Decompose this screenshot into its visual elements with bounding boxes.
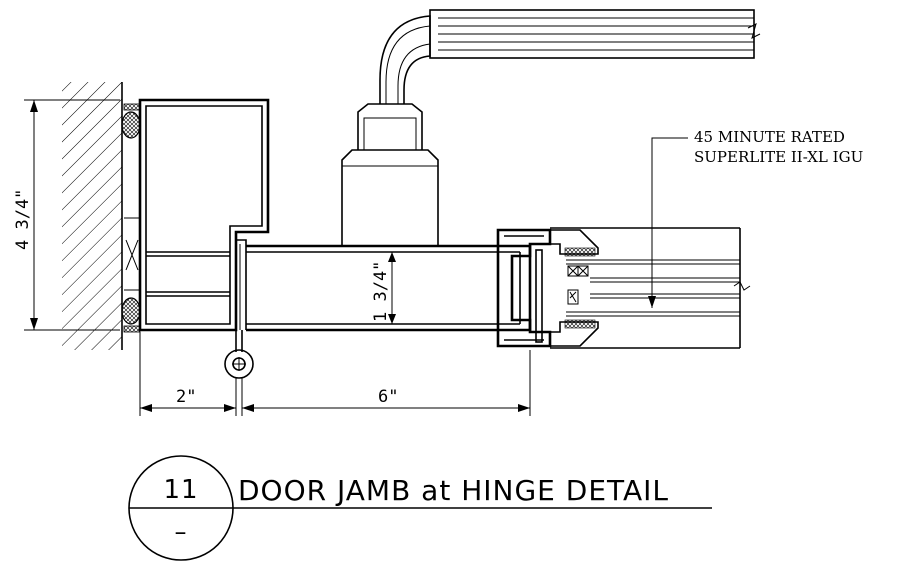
door-thickness-label: 1 3/4" [371, 261, 391, 322]
wall-section [62, 82, 123, 350]
callout-line-1: 45 MINUTE RATED [694, 128, 845, 146]
detail-number: 11 [163, 475, 198, 505]
door-frame-profile [138, 98, 270, 332]
igu-glass-unit [550, 227, 751, 349]
overall-height-label: 4 3/4" [13, 189, 33, 250]
sealant-beads [121, 103, 141, 333]
callout-line-2: SUPERLITE II-XL IGU [694, 148, 863, 166]
glazing-stop [496, 228, 599, 348]
detail-title-block: 11 – DOOR JAMB at HINGE DETAIL [128, 455, 712, 561]
dimension-door-thickness: 1 3/4" [371, 252, 396, 324]
door-leaf [246, 244, 532, 332]
sheet-number: – [175, 518, 188, 546]
width-label: 6" [378, 387, 398, 407]
lever-handle [341, 9, 761, 246]
left-offset-label: 2" [176, 387, 196, 407]
detail-title: DOOR JAMB at HINGE DETAIL [238, 474, 669, 507]
dimension-bottom: 2" 6" [139, 332, 531, 416]
igu-callout: 45 MINUTE RATED SUPERLITE II-XL IGU [648, 128, 863, 308]
hinge-knuckle [224, 330, 254, 379]
dimension-overall-height: 4 3/4" [13, 99, 120, 331]
